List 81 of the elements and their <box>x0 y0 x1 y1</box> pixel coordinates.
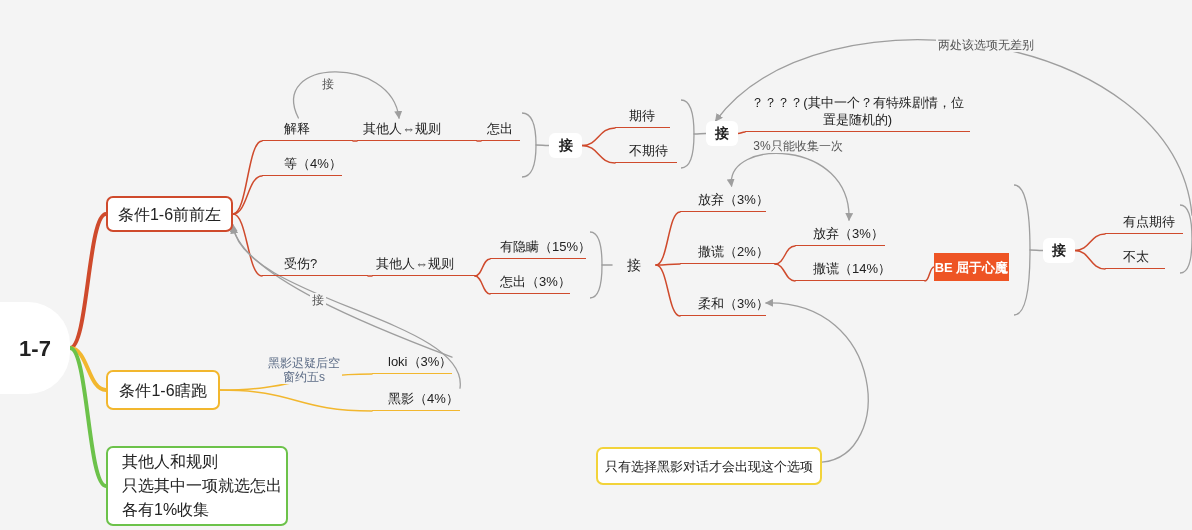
relationship-arrow <box>728 152 853 221</box>
branch-line <box>219 389 373 412</box>
topic-text: loki（3%） <box>388 353 453 370</box>
summary-bracket <box>681 100 694 168</box>
branch-line <box>655 264 681 317</box>
branch-line <box>474 258 491 277</box>
topic-node <box>490 272 570 294</box>
summary-bracket <box>522 113 536 177</box>
branch-line <box>476 140 482 142</box>
topic-text: 撒谎（2%） <box>698 243 769 260</box>
branch-line <box>232 213 263 277</box>
topic-text: 等（4%） <box>284 155 342 172</box>
box-text: 只选其中一项就选怎出 <box>122 476 283 496</box>
topic-text: 不期待 <box>629 142 668 159</box>
branch-line <box>655 263 681 266</box>
topic-text: 接 <box>627 256 641 274</box>
edge-label: 黑影迟疑后空窗约五s <box>266 356 342 384</box>
box-text: 条件1-6瞎跑 <box>119 381 207 399</box>
topic-text: 黑影（4%） <box>388 390 459 407</box>
topic-box <box>106 370 220 410</box>
topic-text: 其他人⇔规则 <box>363 120 441 137</box>
branch-line <box>1074 233 1106 252</box>
tag-box <box>549 133 582 158</box>
box-text: 条件1-6前前左 <box>117 205 222 223</box>
branch-line <box>1074 249 1106 270</box>
ending-badge <box>934 253 1009 281</box>
box-text: BE 屈于心魔 <box>934 258 1009 276</box>
topic-text: ？？？？(其中一个？有特殊剧情，位置是随机的) <box>750 94 965 128</box>
edge-label: 两处该选项无差别 <box>936 38 1036 52</box>
relationship-arrow <box>293 71 401 119</box>
topic-node <box>262 254 368 276</box>
box-text: 各有1%收集 <box>122 500 211 520</box>
branch-line <box>737 131 746 135</box>
topic-text: 解释 <box>284 120 310 137</box>
branch-line <box>232 175 263 215</box>
summary-stub <box>601 264 613 266</box>
summary-bracket <box>1180 205 1192 273</box>
box-text: 接 <box>558 137 573 154</box>
branch-line <box>581 144 616 164</box>
edge-label: 接 <box>310 293 326 307</box>
box-text: 1-7 <box>19 339 51 357</box>
edge-label: 接 <box>320 77 336 91</box>
topic-text: 放弃（3%） <box>813 225 884 242</box>
topic-text: 期待 <box>629 107 655 124</box>
topic-text: 怎出 <box>487 120 513 137</box>
branch-line <box>581 127 616 147</box>
topic-text: 柔和（3%） <box>698 295 769 312</box>
topic-text: 有隐瞒（15%） <box>500 238 592 255</box>
edge-label: 3%只能收集一次 <box>751 139 845 153</box>
summary-bracket <box>590 232 602 298</box>
topic-text: 其他人⇔规则 <box>376 255 454 272</box>
box-text: 只有选择黑影对话才会出现这个选项 <box>605 457 813 475</box>
branch-line <box>352 140 358 142</box>
summary-bracket <box>1014 185 1030 315</box>
topic-text: 撒谎（14%） <box>813 260 892 277</box>
topic-node <box>372 254 475 276</box>
tag-box <box>706 121 738 146</box>
branch-line <box>474 275 491 295</box>
note-box <box>106 446 288 526</box>
summary-stub <box>535 144 550 147</box>
topic-text: 放弃（3%） <box>698 191 769 208</box>
root-topic <box>0 302 70 394</box>
topic-box <box>106 196 233 232</box>
branch-line <box>367 275 373 277</box>
box-text: 接 <box>715 125 729 142</box>
topic-text: 有点期待 <box>1123 213 1175 230</box>
topic-text: 不太 <box>1123 248 1149 265</box>
box-text: 其他人和规则 <box>122 452 219 472</box>
relationship-arrow <box>231 223 453 358</box>
topic-text: 受伤? <box>284 255 318 272</box>
relationship-arrow <box>765 299 869 463</box>
note-box <box>596 447 822 485</box>
branch-line <box>655 211 681 266</box>
tag-box <box>1043 238 1075 263</box>
topic-text: 怎出（3%） <box>500 273 571 290</box>
branch-line <box>774 245 796 265</box>
branch-line <box>774 263 796 282</box>
branch-line <box>924 266 935 282</box>
summary-stub <box>1029 249 1044 252</box>
box-text: 接 <box>1052 242 1066 259</box>
branch-line <box>232 140 263 215</box>
